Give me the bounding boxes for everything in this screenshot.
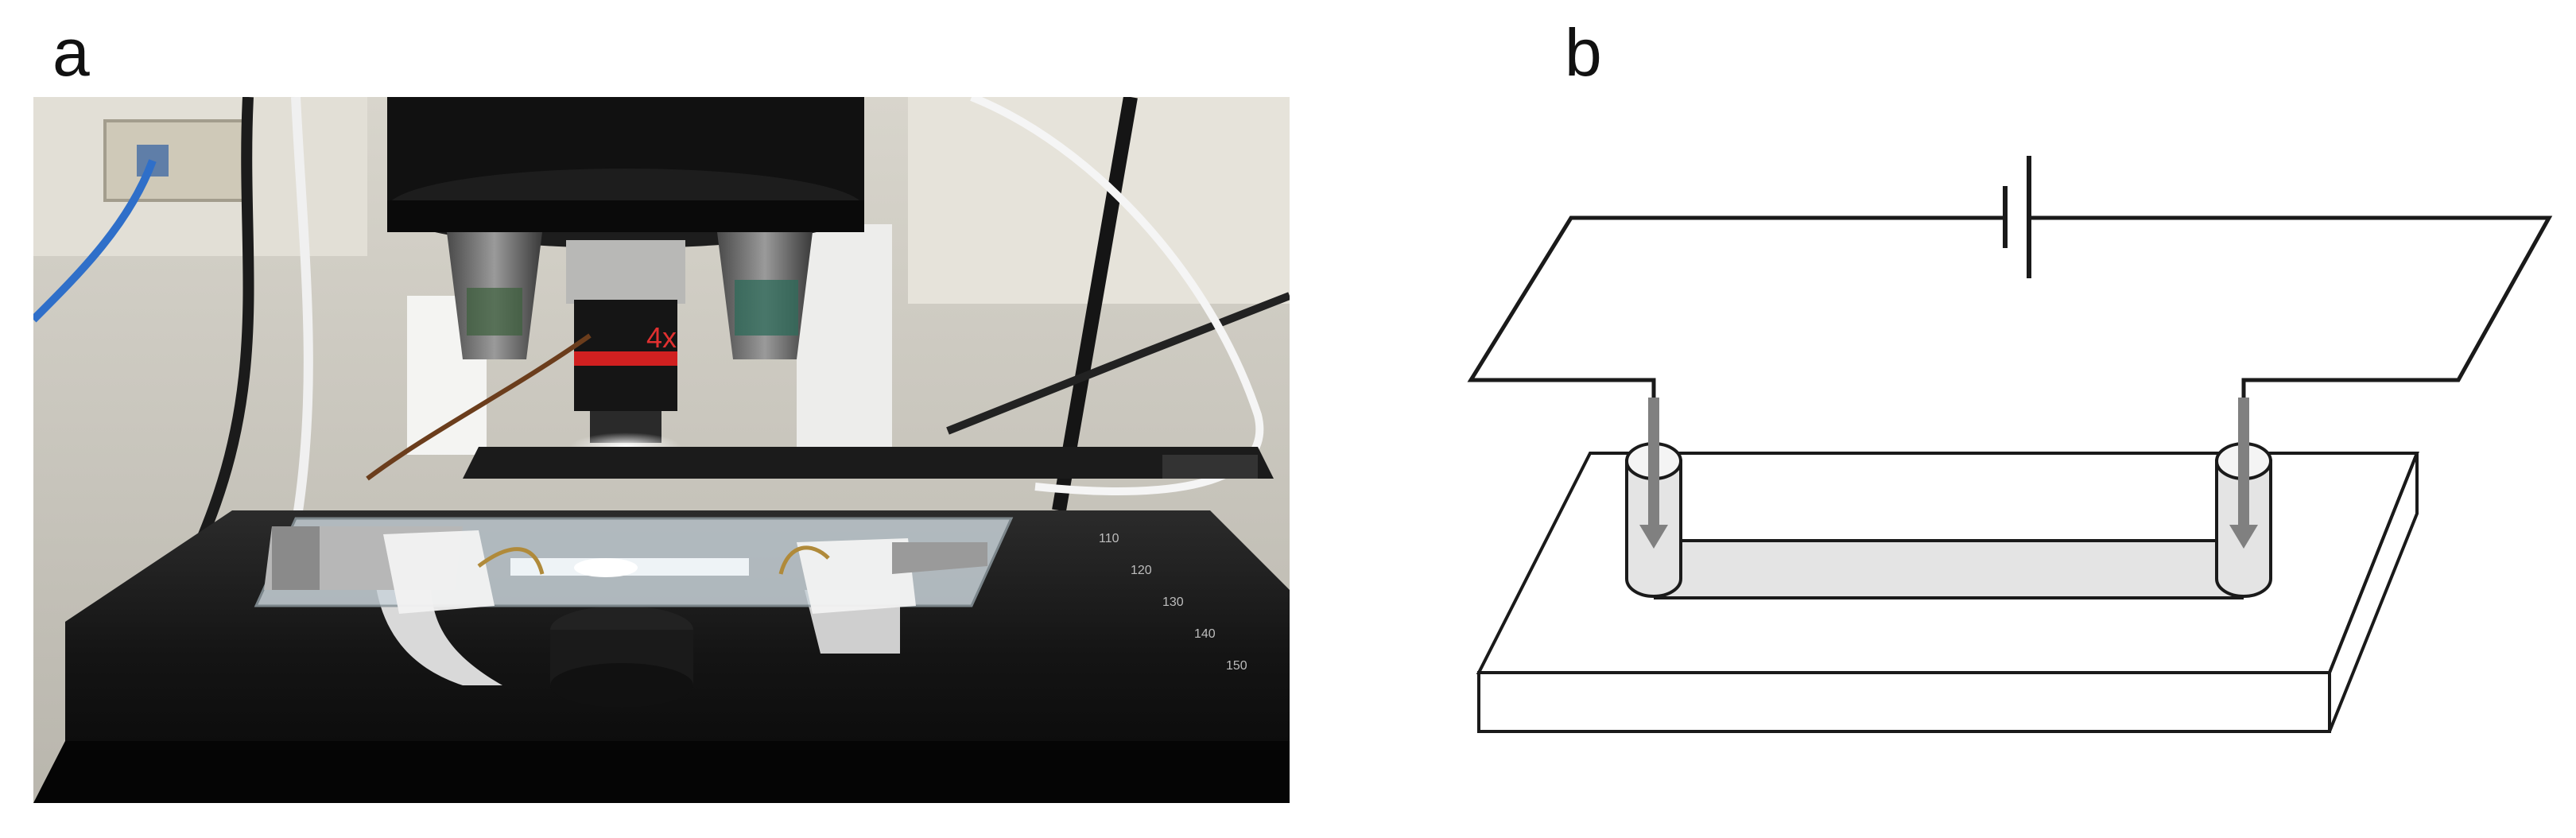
wall-socket [103, 119, 250, 202]
objective-magnification-text: 4x [646, 321, 677, 354]
stage-front-edge [33, 741, 1290, 803]
slide-holder-rail [463, 447, 1274, 479]
nosepiece-knurl [387, 200, 864, 232]
blue-cable [33, 159, 157, 323]
gold-wire-right [778, 545, 830, 575]
objective-right-band [735, 280, 798, 336]
schematic-drawing [1467, 156, 2553, 733]
stage-scale-tick: 150 [1226, 659, 1247, 673]
tape-left [383, 530, 495, 614]
slide-holder-teeth [1162, 455, 1258, 479]
photo-illustration: 4x 110 120 130 140 150 [33, 97, 1290, 803]
microscope-arm [797, 224, 892, 463]
black-cable-right [1052, 97, 1138, 512]
slab-side-face [2328, 452, 2419, 732]
stage-scale-tick: 120 [1131, 564, 1152, 577]
panel-label-b: b [1565, 15, 1602, 90]
stage-scale: 110 120 130 140 150 [1099, 532, 1247, 673]
electrode-arrow-right-shaft [2238, 398, 2249, 531]
white-wire [970, 97, 1264, 495]
circuit-schematic [1383, 80, 2560, 827]
slab-front-face [1477, 671, 2331, 733]
electrode-connector-left [272, 526, 320, 590]
white-cable-left [291, 97, 313, 527]
objective-red-ring [574, 351, 677, 366]
stage-scale-tick: 130 [1162, 596, 1184, 609]
electrode-right [892, 542, 987, 574]
electrode-arrow-right-head [2229, 525, 2258, 549]
microchannel-fill [1654, 541, 2244, 598]
electrode-arrow-left-shaft [1648, 398, 1659, 531]
black-cable-left [195, 97, 254, 545]
electrode-arrow-left-head [1639, 525, 1668, 549]
circuit-wire-right [2029, 215, 2553, 453]
gold-wire-left [477, 547, 545, 575]
panel-label-a: a [52, 15, 90, 90]
stage-scale-tick: 110 [1099, 532, 1119, 545]
stage-scale-tick: 140 [1194, 627, 1216, 641]
black-cable-back [946, 292, 1290, 435]
condenser-bottom [550, 663, 693, 708]
objective-center-top [566, 240, 685, 304]
channel-illumination [574, 558, 638, 577]
brown-wire [366, 333, 592, 481]
objective-left-band [467, 288, 522, 336]
circuit-wire-left [1467, 215, 2005, 453]
microscope-stage-photo: 4x 110 120 130 140 150 [33, 97, 1290, 803]
